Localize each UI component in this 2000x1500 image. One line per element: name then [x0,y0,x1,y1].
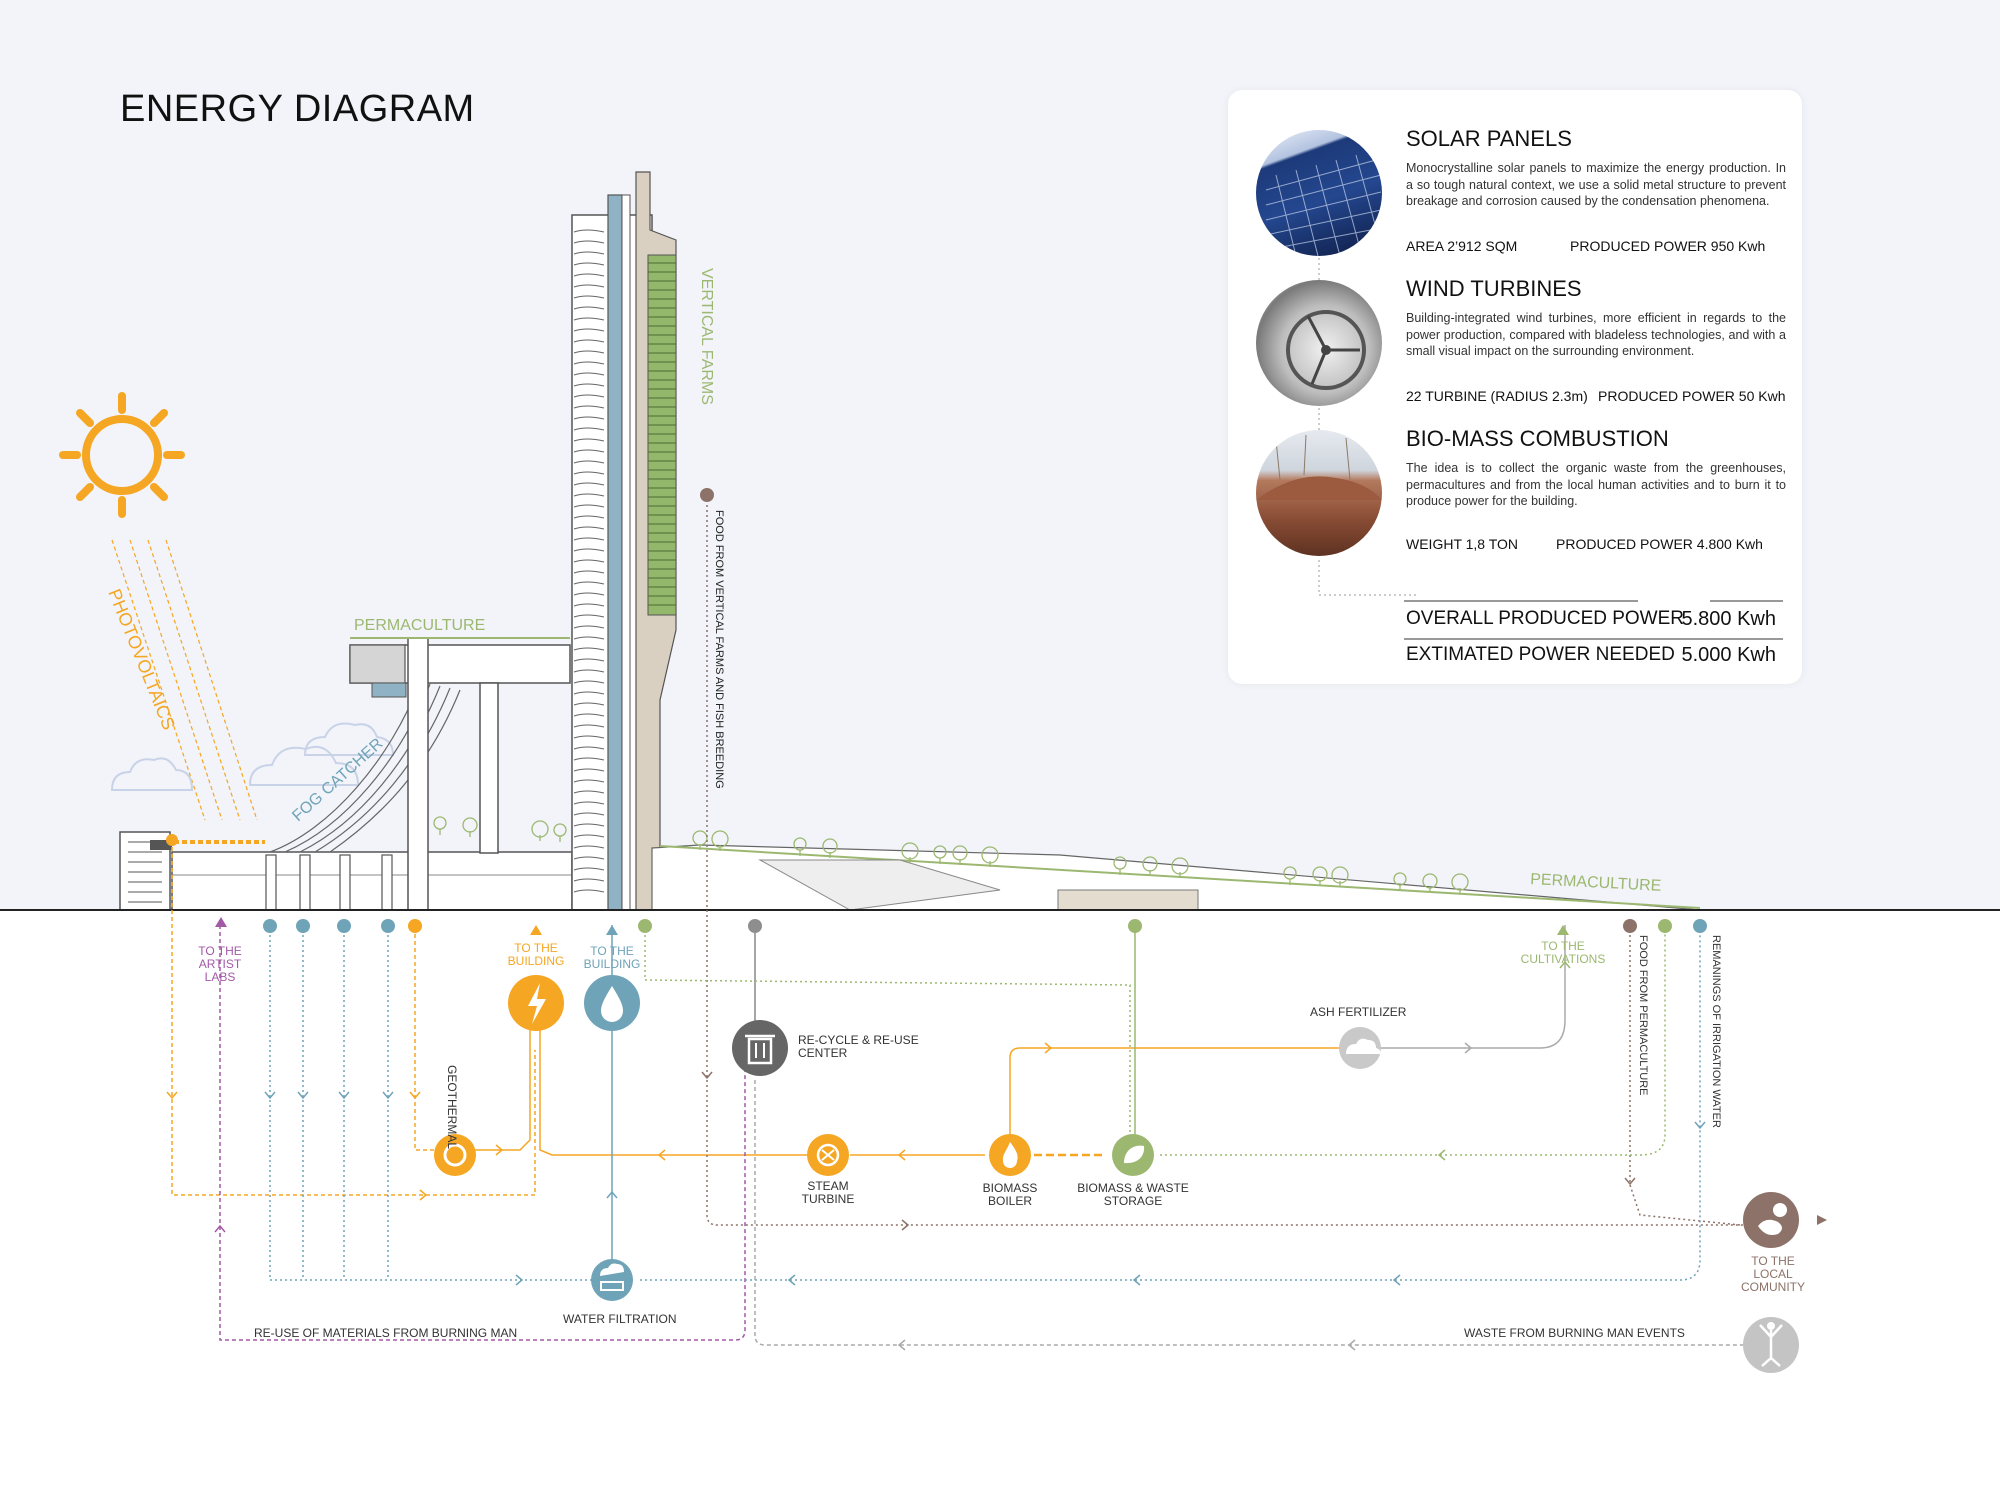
solar-panel-image [1256,130,1382,256]
irrigation-label: REMANINGS OF IRRIGATION WATER [1710,935,1722,1128]
tree-icon [1283,866,1297,885]
tree-icon [1451,873,1469,894]
food-permaculture-label: FOOD FROM PERMACULTURE [1637,935,1649,1096]
burning-man-node [1743,1317,1799,1373]
tree-icon [462,817,478,837]
energy-info-card: SOLAR PANELS Monocrystalline solar panel… [1228,90,1802,684]
biomass-desc: The idea is to collect the organic waste… [1406,461,1786,508]
tree-icon [1422,873,1438,893]
sun-rays [111,539,258,821]
needed-power-value: 5.000 Kwh [1681,644,1776,666]
geothermal-label: GEOTHERMAL [445,1065,459,1149]
tree-icon [553,823,567,842]
tree-icon [901,842,919,863]
water-node [584,975,640,1031]
solar-title: SOLAR PANELS [1406,126,1572,151]
tree-icon [1171,857,1189,878]
ash-fertilizer-node [1339,1027,1381,1069]
tree-icon [933,845,947,864]
tree-icon [1142,856,1158,876]
tree-icon [952,845,968,865]
local-community-node [1743,1192,1799,1248]
biomass-storage-node [1112,1134,1154,1176]
wind-section: WIND TURBINES Building-integrated wind t… [1406,276,1786,404]
page-title: ENERGY DIAGRAM [120,88,475,130]
tree-icon [1393,872,1407,891]
waste-events-label: WASTE FROM BURNING MAN EVENTS [1464,1326,1685,1340]
tree-icon [433,816,447,835]
tree-icon [692,830,708,850]
steam-turbine-node [807,1134,849,1176]
wind-stat-power: PRODUCED POWER 50 Kwh [1598,388,1786,404]
overall-power-value: 5.800 Kwh [1681,608,1776,630]
tree-icon [981,846,999,867]
biomass-image [1256,430,1382,556]
tree-icon [793,837,807,856]
needed-power-label: EXTIMATED POWER NEEDED [1406,644,1675,665]
sun-icon [59,392,185,518]
cloud-icon [110,722,395,791]
food-vertical-label: FOOD FROM VERTICAL FARMS AND FISH BREEDI… [713,510,725,789]
vertical-farms-label: VERTICAL FARMS [698,268,715,405]
flow-lines [171,505,1745,1346]
biomass-stat-weight: WEIGHT 1,8 TON [1406,536,1519,552]
overall-power-row: OVERALL PRODUCED POWER 5.800 Kwh [1406,608,1776,630]
tree-icon [1331,866,1349,887]
tree-icon [711,830,729,851]
solar-stat-area: AREA 2’912 SQM [1406,238,1518,254]
wind-stat-turbines: 22 TURBINE (RADIUS 2.3m) [1406,388,1588,404]
power-node [508,975,564,1031]
biomass-title: BIO-MASS COMBUSTION [1406,426,1669,451]
flow-arrows [166,960,1706,1351]
solar-section: SOLAR PANELS Monocrystalline solar panel… [1406,126,1786,254]
water-filtration-label: WATER FILTRATION [563,1312,677,1326]
tree-icon [1113,856,1127,875]
solar-desc: Monocrystalline solar panels to maximize… [1406,161,1786,208]
geothermal-node [434,1134,476,1176]
overall-power-label: OVERALL PRODUCED POWER [1406,608,1685,629]
flow-dots [166,488,1827,1225]
ash-fertilizer-label: ASH FERTILIZER [1310,1005,1407,1019]
wind-desc: Building-integrated wind turbines, more … [1406,311,1786,358]
permaculture-top-label: PERMACULTURE [354,617,485,634]
biomass-boiler-node [989,1134,1031,1176]
recycle-node [732,1020,788,1076]
wind-title: WIND TURBINES [1406,276,1582,301]
reuse-materials-label: RE-USE OF MATERIALS FROM BURNING MAN [254,1326,517,1340]
permaculture-right-label: PERMACULTURE [1530,871,1662,895]
ground-background [0,910,2000,1500]
needed-power-row: EXTIMATED POWER NEEDED 5.000 Kwh [1406,644,1776,666]
tree-icon [531,820,549,841]
tree-icon [1312,866,1328,886]
card-connectors [1318,258,1783,640]
biomass-stat-power: PRODUCED POWER 4.800 Kwh [1556,536,1763,552]
solar-stat-power: PRODUCED POWER 950 Kwh [1570,238,1766,254]
building-section [119,171,1701,911]
wind-turbine-image [1256,280,1382,406]
biomass-section: BIO-MASS COMBUSTION The idea is to colle… [1406,426,1786,552]
tree-icon [822,838,838,858]
water-filtration-node [591,1259,633,1301]
